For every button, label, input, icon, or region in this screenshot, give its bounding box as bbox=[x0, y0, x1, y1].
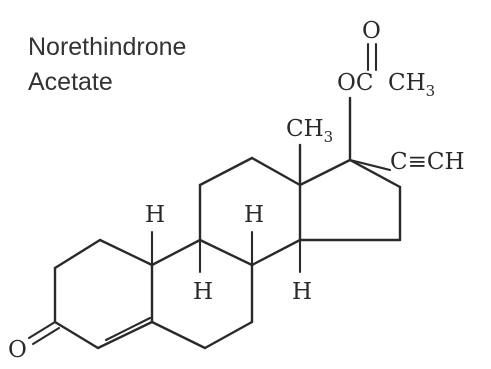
hydrogen-c14: H bbox=[292, 238, 312, 305]
methyl-label: CH3 bbox=[286, 116, 333, 146]
ring-a bbox=[53, 238, 154, 350]
ester-methyl-label: CH3 bbox=[388, 70, 435, 100]
ketone-oxygen-label: O bbox=[8, 337, 27, 363]
hydrogen-c8: H bbox=[145, 202, 165, 267]
ring-b bbox=[150, 238, 254, 350]
hydrogen-label: H bbox=[244, 202, 264, 228]
hydrogen-label: H bbox=[292, 279, 312, 305]
ester-oxygen-carbon-label: OC bbox=[337, 70, 373, 96]
double-bond-c4-c5 bbox=[104, 316, 152, 342]
ester-carbonyl bbox=[366, 42, 378, 72]
compound-name-line2: Acetate bbox=[28, 68, 113, 96]
compound-name-line1: Norethindrone bbox=[28, 33, 186, 61]
ring-c bbox=[198, 156, 302, 267]
ring-d bbox=[298, 158, 402, 242]
carbonyl-oxygen-label: O bbox=[362, 18, 381, 44]
hydrogen-label: H bbox=[145, 202, 165, 228]
ketone-group bbox=[27, 320, 61, 346]
ethynyl-label: C≡CH bbox=[390, 149, 465, 175]
ethynyl-bond bbox=[348, 158, 392, 172]
hydrogen-label: H bbox=[193, 279, 213, 305]
hydrogen-c10: H bbox=[193, 238, 213, 305]
hydrogen-c9: H bbox=[244, 202, 264, 267]
